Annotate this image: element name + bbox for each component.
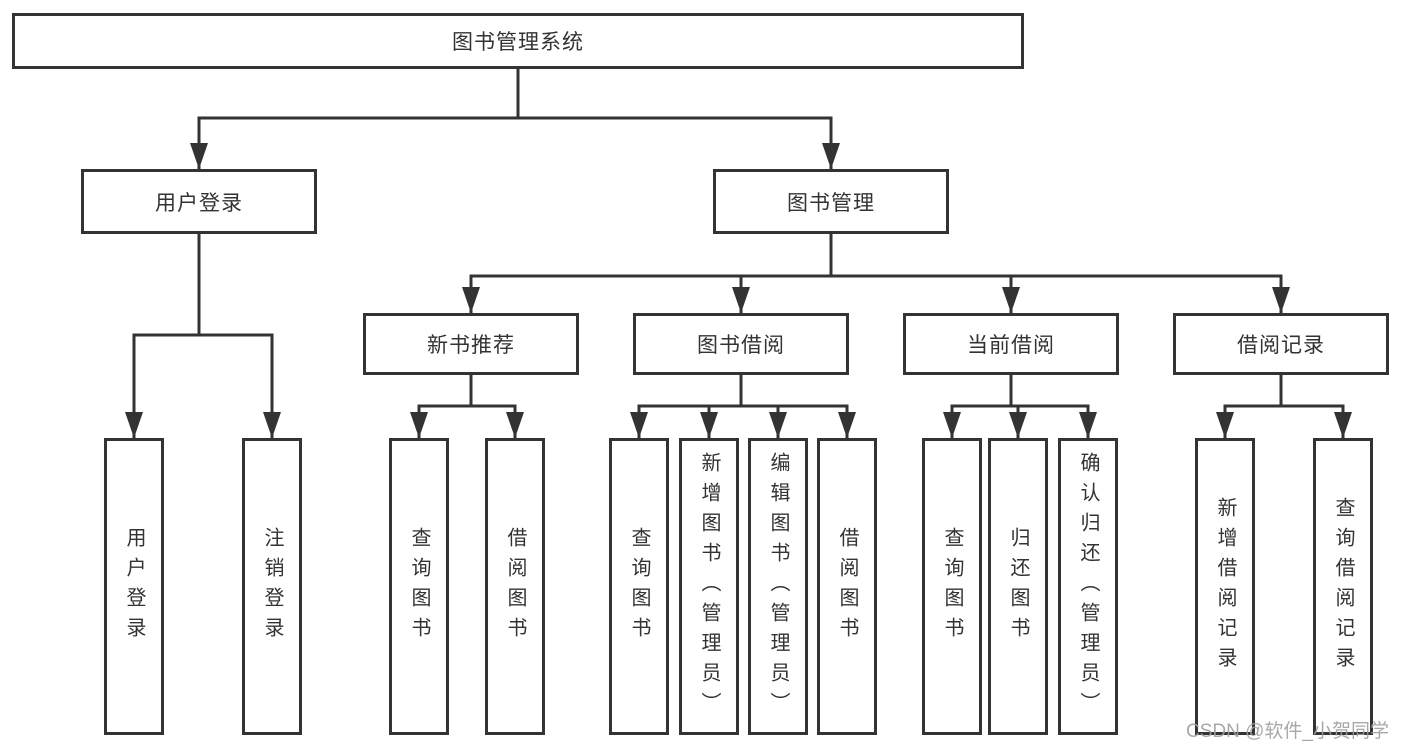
leaf-logout: 注销登录: [242, 438, 302, 735]
node-user-login: 用户登录: [81, 169, 317, 234]
leaf-records-add-record: 新增借阅记录: [1195, 438, 1255, 735]
node-library-management-system: 图书管理系统: [12, 13, 1024, 69]
leaf-current-return-books: 归还图书: [988, 438, 1048, 735]
leaf-current-confirm-return-admin: 确认归还（管理员）: [1058, 438, 1118, 735]
leaf-records-query-record-label: 查询借阅记录: [1332, 496, 1354, 677]
node-book-management: 图书管理: [713, 169, 949, 234]
node-book-management-label: 图书管理: [787, 191, 875, 215]
leaf-current-return-books-label: 归还图书: [1007, 526, 1029, 647]
connector-user-login-trunk: [132, 234, 274, 337]
leaf-borrowing-borrow-books: 借阅图书: [817, 438, 877, 735]
node-borrowing-records: 借阅记录: [1173, 313, 1389, 375]
leaf-current-query-books: 查询图书: [922, 438, 982, 735]
connector-borrowing-records-trunk: [1223, 375, 1345, 408]
leaf-borrowing-borrow-books-label: 借阅图书: [836, 526, 858, 647]
connector-current-borrowing-trunk: [950, 375, 1090, 408]
leaf-recommend-query-books-label: 查询图书: [408, 526, 430, 647]
node-book-borrowing-label: 图书借阅: [697, 334, 785, 357]
leaf-borrowing-query-books: 查询图书: [609, 438, 669, 735]
watermark-text: CSDN @软件_小贺同学: [1186, 721, 1389, 742]
leaf-recommend-query-books: 查询图书: [389, 438, 449, 735]
leaf-current-confirm-return-admin-label: 确认归还（管理员）: [1077, 451, 1099, 722]
leaf-user-login: 用户登录: [104, 438, 164, 735]
leaf-user-login-label: 用户登录: [123, 526, 145, 647]
leaf-recommend-borrow-books-label: 借阅图书: [504, 526, 526, 647]
node-new-book-recommend-label: 新书推荐: [427, 334, 515, 357]
node-user-login-label: 用户登录: [155, 191, 243, 215]
leaf-borrowing-edit-books-admin-label: 编辑图书（管理员）: [767, 451, 789, 722]
connector-new-book-recommend-trunk: [417, 375, 517, 408]
node-borrowing-records-label: 借阅记录: [1237, 334, 1325, 357]
leaf-borrowing-query-books-label: 查询图书: [628, 526, 650, 647]
connector-book-management-trunk: [469, 234, 1283, 278]
leaf-records-add-record-label: 新增借阅记录: [1214, 496, 1236, 677]
node-current-borrowing: 当前借阅: [903, 313, 1119, 375]
node-current-borrowing-label: 当前借阅: [967, 334, 1055, 357]
connector-root-trunk: [197, 69, 833, 120]
leaf-current-query-books-label: 查询图书: [941, 526, 963, 647]
node-book-borrowing: 图书借阅: [633, 313, 849, 375]
node-new-book-recommend: 新书推荐: [363, 313, 579, 375]
leaf-logout-label: 注销登录: [261, 526, 283, 647]
leaf-recommend-borrow-books: 借阅图书: [485, 438, 545, 735]
leaf-borrowing-add-books-admin: 新增图书（管理员）: [679, 438, 739, 735]
connector-book-borrowing-trunk: [637, 375, 849, 408]
leaf-borrowing-add-books-admin-label: 新增图书（管理员）: [698, 451, 720, 722]
leaf-records-query-record: 查询借阅记录: [1313, 438, 1373, 735]
leaf-borrowing-edit-books-admin: 编辑图书（管理员）: [748, 438, 808, 735]
node-library-management-system-label: 图书管理系统: [452, 31, 584, 54]
